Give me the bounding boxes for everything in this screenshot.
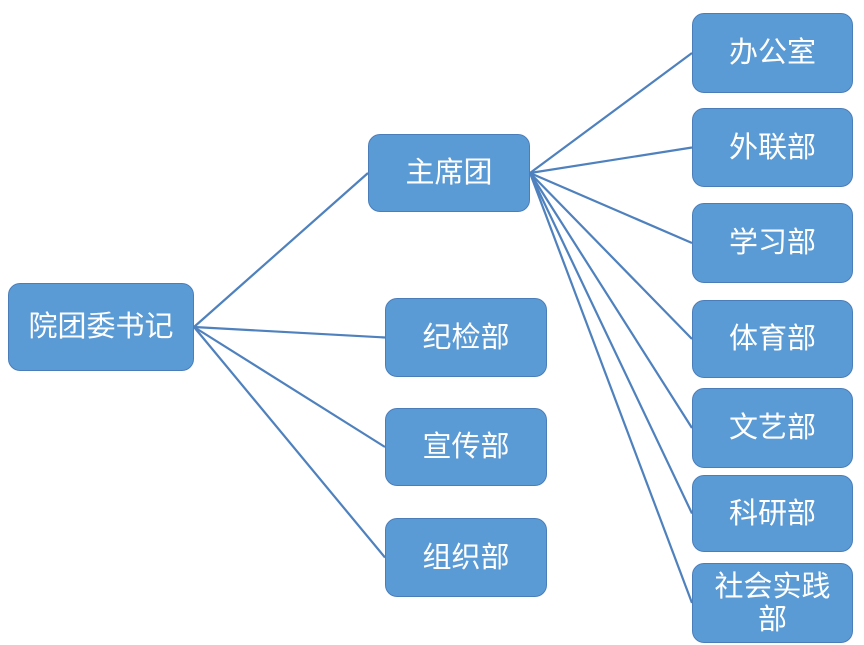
connector-line-presidium-wailian bbox=[529, 146, 693, 175]
org-node-bangong: 办公室 bbox=[692, 13, 853, 93]
org-node-presidium: 主席团 bbox=[368, 134, 530, 212]
org-node-label: 学习部 bbox=[728, 225, 816, 260]
org-node-shijian: 社会实践部 bbox=[692, 563, 853, 643]
connector-line-presidium-shijian bbox=[528, 172, 694, 604]
org-node-jijian: 纪检部 bbox=[385, 298, 547, 377]
connector-line-presidium-wenyi bbox=[529, 172, 693, 429]
org-node-label: 外联部 bbox=[728, 129, 816, 164]
org-node-label: 办公室 bbox=[728, 35, 816, 70]
org-node-root: 院团委书记 bbox=[8, 283, 194, 371]
org-node-label: 纪检部 bbox=[422, 319, 510, 354]
org-node-xuexi: 学习部 bbox=[692, 203, 853, 283]
connector-line-presidium-tiyu bbox=[529, 172, 693, 340]
org-node-label: 体育部 bbox=[728, 321, 816, 356]
org-node-keyan: 科研部 bbox=[692, 475, 853, 552]
org-node-xuanchuan: 宣传部 bbox=[385, 408, 547, 486]
connector-line-root-zuzhi bbox=[193, 326, 386, 559]
org-node-wenyi: 文艺部 bbox=[692, 388, 853, 468]
org-node-label: 科研部 bbox=[728, 495, 816, 530]
org-node-label: 组织部 bbox=[422, 539, 510, 574]
org-node-label: 社会实践部 bbox=[714, 568, 831, 636]
connector-line-root-presidium bbox=[193, 172, 369, 328]
org-node-wailian: 外联部 bbox=[692, 108, 853, 187]
connector-line-presidium-keyan bbox=[529, 172, 693, 514]
connector-line-root-xuanchuan bbox=[193, 326, 386, 448]
org-node-label: 宣传部 bbox=[422, 429, 510, 464]
connector-line-root-jijian bbox=[193, 325, 386, 339]
org-node-label: 院团委书记 bbox=[28, 309, 174, 344]
connector-line-presidium-xuexi bbox=[529, 171, 693, 245]
connector-line-presidium-bangong bbox=[529, 52, 693, 174]
org-node-tiyu: 体育部 bbox=[692, 300, 853, 378]
org-node-label: 主席团 bbox=[405, 155, 493, 190]
org-node-label: 文艺部 bbox=[728, 410, 816, 445]
org-node-zuzhi: 组织部 bbox=[385, 518, 547, 597]
